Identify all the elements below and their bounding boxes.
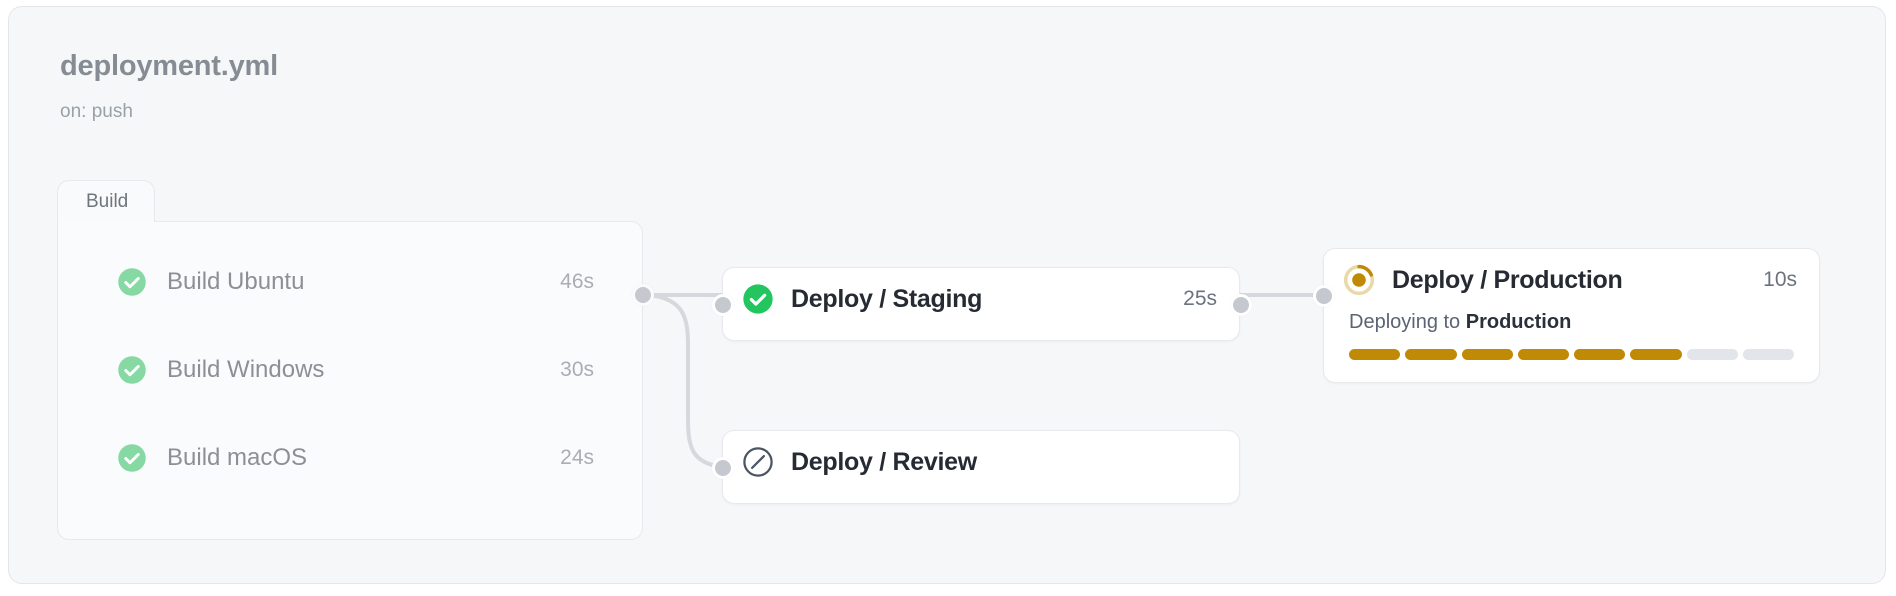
progress-segment	[1686, 349, 1738, 360]
node-header: Deploy / Production 10s	[1324, 249, 1819, 311]
progress-segment	[1405, 349, 1457, 360]
node-duration: 25s	[1183, 287, 1217, 310]
node-deploy-staging[interactable]: Deploy / Staging 25s	[712, 267, 1252, 341]
check-circle-icon	[117, 355, 147, 385]
workflow-canvas: deployment.yml on: push Build	[8, 6, 1886, 584]
check-circle-icon	[742, 283, 774, 315]
node-input-port[interactable]	[1313, 285, 1335, 307]
edge-build-to-review	[647, 293, 724, 469]
job-name: Build Ubuntu	[167, 268, 305, 295]
group-tab-label: Build	[86, 190, 129, 212]
progress-status-prefix: Deploying to	[1349, 311, 1466, 333]
workflow-trigger: on: push	[60, 101, 133, 122]
job-duration: 30s	[560, 358, 594, 381]
group-body: Build Ubuntu 46s Build Windows 30s	[57, 221, 643, 540]
job-duration: 46s	[560, 270, 594, 293]
job-row[interactable]: Build Ubuntu 46s	[58, 254, 642, 310]
node-title: Deploy / Production	[1392, 265, 1623, 294]
node-header: Deploy / Review	[723, 431, 1239, 493]
job-row[interactable]: Build Windows 30s	[58, 342, 642, 398]
progress-bar	[1349, 349, 1794, 360]
progress-segment	[1630, 349, 1682, 360]
check-circle-icon	[117, 267, 147, 297]
node-input-port[interactable]	[712, 457, 734, 479]
job-duration: 24s	[560, 446, 594, 469]
job-row[interactable]: Build macOS 24s	[58, 430, 642, 486]
group-tab-build[interactable]: Build	[57, 180, 156, 222]
node-deploy-review[interactable]: Deploy / Review	[712, 430, 1240, 504]
workflow-graph: Build Build Ubuntu 46s	[9, 7, 1885, 583]
page-title: deployment.yml	[60, 50, 278, 82]
job-group-build[interactable]: Build Build Ubuntu 46s	[57, 180, 654, 540]
node-duration: 10s	[1763, 268, 1797, 291]
progress-segment	[1349, 349, 1401, 360]
job-name: Build macOS	[167, 444, 308, 471]
check-circle-icon	[117, 443, 147, 473]
progress-segment	[1517, 349, 1569, 360]
progress-segment	[1742, 349, 1794, 360]
node-header: Deploy / Staging 25s	[723, 268, 1239, 330]
job-list: Build Ubuntu 46s Build Windows 30s	[58, 222, 642, 486]
node-deploy-production[interactable]: Deploy / Production 10s Deploying to Pro…	[1313, 248, 1820, 383]
node-output-port[interactable]	[1230, 294, 1252, 316]
group-output-port[interactable]	[632, 284, 654, 306]
node-title: Deploy / Staging	[791, 284, 983, 313]
node-input-port[interactable]	[712, 294, 734, 316]
progress-segment	[1574, 349, 1626, 360]
running-spinner-icon	[1343, 264, 1375, 296]
skipped-circle-icon	[742, 446, 774, 478]
job-name: Build Windows	[167, 356, 325, 383]
progress-status-text: Deploying to Production	[1349, 311, 1819, 334]
progress-status-target: Production	[1465, 311, 1572, 333]
node-title: Deploy / Review	[791, 447, 977, 476]
progress-segment	[1461, 349, 1513, 360]
